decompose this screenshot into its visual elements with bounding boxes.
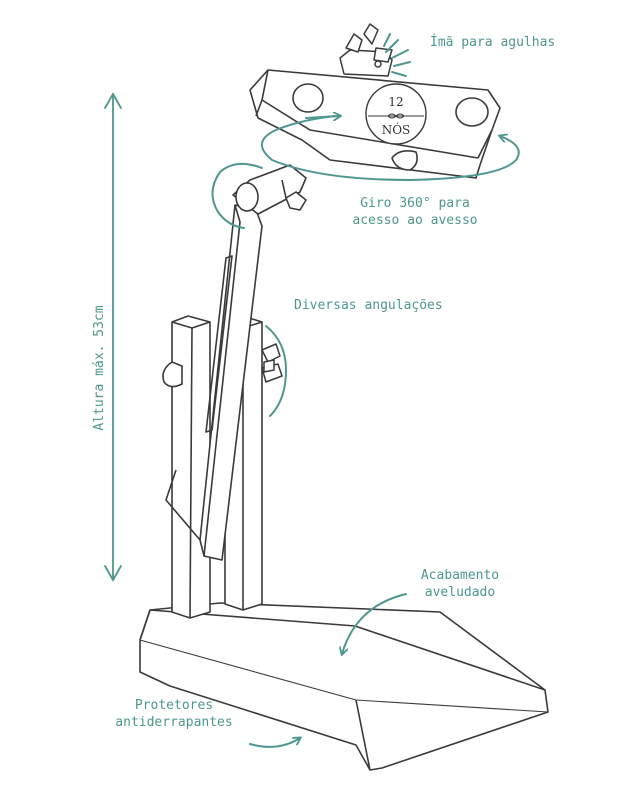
angles-label: Diversas angulações — [294, 298, 443, 313]
rotation-arrow — [261, 115, 520, 182]
base — [139, 602, 549, 771]
pivot-joint — [232, 164, 307, 215]
rotation-label-line1: Giro 360° para — [360, 196, 470, 211]
left-post — [171, 315, 211, 619]
logo-badge — [365, 83, 427, 145]
rotation-label-line2: acesso ao avesso — [352, 213, 478, 228]
protectors-arrow — [249, 738, 300, 748]
height-knob — [162, 361, 183, 388]
height-label: Altura máx. 53cm — [92, 305, 107, 431]
pivot-rotate-arc — [211, 162, 263, 229]
protectors-label-line2: antiderrapantes — [115, 715, 233, 730]
magnet-sparks — [383, 33, 411, 77]
magnet-label: Ímã para agulhas — [430, 35, 556, 50]
logo-word: NÓS — [381, 123, 411, 137]
finish-label-line2: aveludado — [424, 585, 496, 600]
logo-number: 12 — [388, 95, 404, 109]
angle-wing-nut — [261, 343, 283, 383]
finish-arrow — [342, 593, 407, 654]
angle-arc — [265, 325, 288, 417]
protectors-label-line1: Protetores — [134, 698, 214, 713]
finish-label-line1: Acabamento — [420, 568, 500, 583]
annotations — [104, 33, 520, 748]
magnet-clamp — [339, 23, 393, 77]
